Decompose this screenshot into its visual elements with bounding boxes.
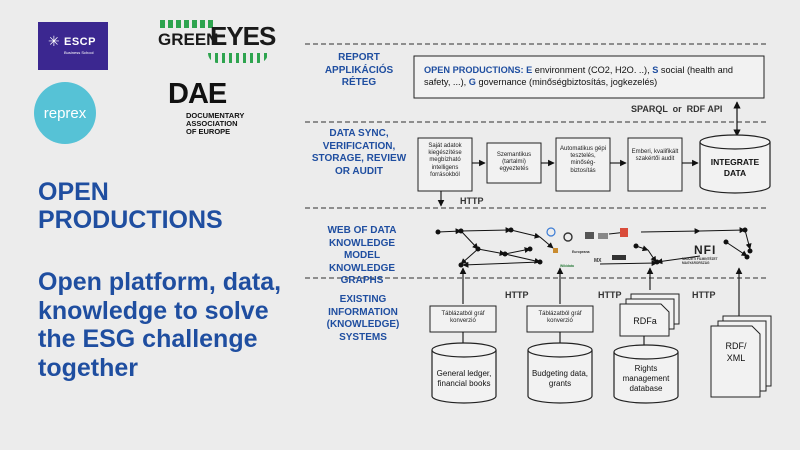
integrate-cylinder bbox=[699, 134, 771, 194]
dae-logo: DAE DOCUMENTARY ASSOCIATION OF EUROPE bbox=[168, 78, 268, 142]
dae-abbr: DAE bbox=[168, 78, 227, 110]
layer-label-web-of-data: WEB OF DATA KNOWLEDGE MODEL KNOWLEDGE GR… bbox=[327, 225, 397, 286]
http-label-4: HTTP bbox=[692, 290, 716, 300]
database-1-label: General ledger, financial books bbox=[436, 369, 492, 388]
layer-label-existing: EXISTING INFORMATION (KNOWLEDGE) SYSTEMS bbox=[326, 294, 400, 343]
api-label: SPARQL or RDF API bbox=[631, 104, 723, 114]
kg-logo-marks bbox=[546, 227, 628, 260]
dae-line1: DOCUMENTARY bbox=[186, 111, 245, 120]
nfi-logo-sub: NEMZETI FILMINTÉZET MAGYARORSZÁG bbox=[682, 257, 718, 265]
dae-line3: OF EUROPE bbox=[186, 127, 231, 136]
dae-line2: ASSOCIATION bbox=[186, 119, 238, 128]
escp-logo-name: ESCP bbox=[64, 36, 96, 48]
http-label-1: HTTP bbox=[460, 196, 484, 206]
report-box bbox=[413, 55, 765, 99]
mx-logo: MX bbox=[594, 258, 602, 264]
greeneyes-logo: GREEN EYES bbox=[158, 20, 278, 72]
process-boxes bbox=[417, 137, 683, 192]
europeana-logo: Europeana bbox=[572, 250, 590, 254]
wikidata-logo: Wikidata bbox=[560, 264, 574, 268]
layer-label-data-sync: DATA SYNC, VERIFICATION, STORAGE, REVIEW… bbox=[311, 128, 407, 177]
layer-label-report: REPORT APPLIKÁCIÓS RÉTEG bbox=[324, 52, 394, 88]
escp-star-icon: ✳ bbox=[48, 34, 60, 50]
converter-2-text: Táblázatból gráf konverzió bbox=[538, 311, 582, 325]
http-label-3: HTTP bbox=[598, 290, 622, 300]
database-3-label: Rights management database bbox=[622, 364, 670, 393]
greeneyes-eyes: EYES bbox=[210, 21, 276, 51]
rdfa-label: RDFa bbox=[633, 316, 657, 326]
reprex-logo: reprex bbox=[34, 82, 96, 144]
process-box-2-text: Szemantikus (tartalmi) egyeztetés bbox=[496, 152, 532, 173]
greeneyes-green: GREEN bbox=[158, 30, 219, 49]
converter-boxes bbox=[429, 305, 594, 333]
page-subtitle: Open platform, data, knowledge to solve … bbox=[38, 268, 282, 382]
reprex-logo-name: reprex bbox=[43, 104, 87, 122]
layer-separators bbox=[305, 43, 768, 279]
process-box-3-text: Automatikus gépi tesztelés, minőség-bizt… bbox=[559, 146, 607, 174]
process-box-1-text: Saját adatok kiegészítése megbízható int… bbox=[428, 143, 462, 178]
knowledge-graph bbox=[437, 227, 752, 268]
nfi-logo: NFI bbox=[694, 243, 717, 257]
graph-nodes bbox=[435, 227, 753, 268]
rdfxml-label: RDF/ XML bbox=[725, 341, 747, 363]
converter-1-text: Táblázatból gráf konverzió bbox=[441, 311, 485, 325]
escp-logo-sub: Business School bbox=[64, 50, 94, 55]
rdfa-documents bbox=[619, 293, 680, 337]
http-label-2: HTTP bbox=[505, 290, 529, 300]
page-title: OPEN PRODUCTIONS bbox=[38, 178, 223, 234]
database-2-label: Budgeting data, grants bbox=[531, 369, 589, 388]
rdfxml-documents bbox=[710, 315, 772, 398]
process-box-4-text: Emberi, kvalifikált szakértői audit bbox=[631, 149, 679, 163]
database-cylinders bbox=[431, 342, 679, 404]
report-box-text: OPEN PRODUCTIONS: E environment (CO2, H2… bbox=[424, 65, 733, 87]
escp-logo: ✳ ESCP Business School bbox=[38, 22, 108, 70]
integrate-data-label: INTEGRATE DATA bbox=[710, 157, 760, 178]
